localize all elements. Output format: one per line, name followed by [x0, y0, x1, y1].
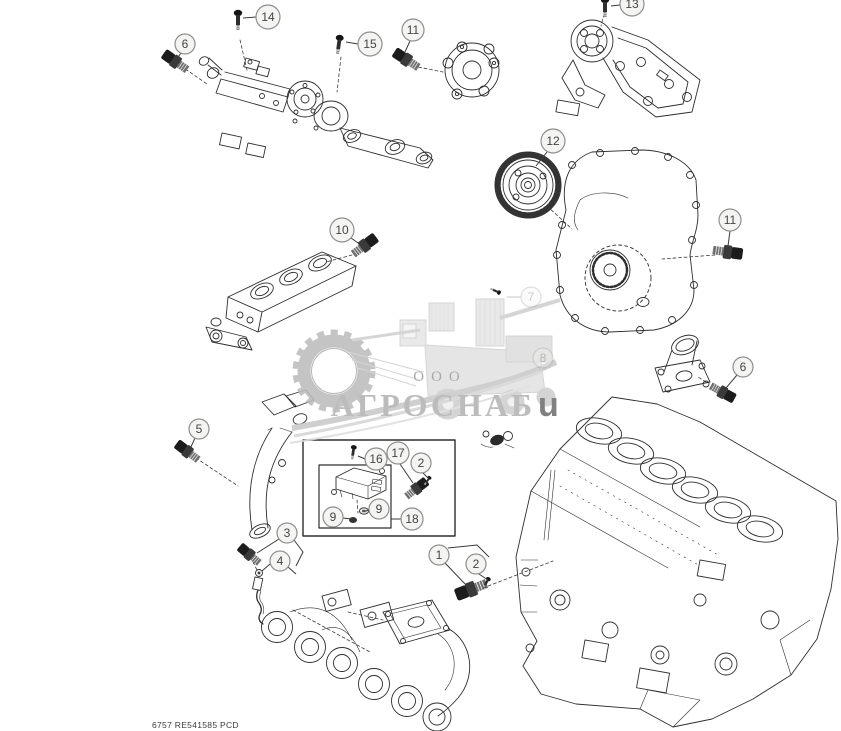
callout-5[interactable]: 5 — [188, 418, 210, 450]
watermark-swoosh — [289, 359, 558, 444]
watermark-gear-icon — [292, 329, 376, 413]
callout-number: 13 — [625, 0, 639, 11]
sensor-1 — [452, 575, 490, 603]
callout-number: 11 — [724, 213, 737, 227]
callout-8[interactable]: 8 — [532, 347, 554, 369]
callout-7[interactable]: 7 — [507, 286, 542, 308]
fan-drive-bracket-assembly — [555, 13, 701, 118]
callout-number: 16 — [369, 452, 383, 466]
timing-gear — [494, 151, 573, 230]
sensor-17 — [402, 475, 431, 502]
callout-6[interactable]: 6 — [174, 33, 196, 61]
callout-11[interactable]: 11 — [718, 208, 742, 247]
callout-number: 2 — [418, 456, 425, 470]
callout-number: 10 — [335, 223, 349, 237]
bolt-13 — [600, 0, 610, 18]
callout-10[interactable]: 10 — [329, 217, 362, 246]
engine-control-module — [331, 467, 387, 500]
callout-14[interactable]: 14 — [242, 4, 281, 30]
ecm-bolt-16 — [348, 444, 358, 460]
bolt-14 — [233, 9, 243, 31]
callout-13[interactable]: 13 — [610, 0, 645, 17]
callout-number: 3 — [284, 526, 291, 540]
callout-18[interactable]: 18 — [391, 507, 424, 531]
callout-number: 15 — [363, 37, 377, 51]
callout-number: 8 — [540, 351, 547, 365]
callout-6[interactable]: 6 — [725, 356, 754, 389]
callout-number: 18 — [405, 512, 419, 526]
callout-number: 4 — [277, 554, 284, 568]
callout-15[interactable]: 15 — [345, 31, 383, 57]
callout-9[interactable]: 9 — [322, 506, 353, 528]
callout-12[interactable]: 12 — [535, 128, 566, 167]
callout-number: 5 — [196, 422, 203, 436]
plate-code: 6757 RE541585 PCD — [152, 720, 239, 730]
callout-number: 9 — [376, 502, 383, 516]
callout-2[interactable]: 2 — [410, 452, 432, 480]
exhaust-manifold — [261, 588, 471, 731]
callout-1[interactable]: 1 — [428, 544, 490, 587]
sensor-5 — [172, 438, 203, 466]
thermostat-housing — [654, 334, 711, 393]
callout-3[interactable]: 3 — [256, 522, 304, 567]
sensor-10 — [348, 231, 381, 260]
callout-number: 17 — [391, 446, 405, 460]
callout-16[interactable]: 16 — [357, 447, 388, 471]
callout-number: 12 — [546, 134, 560, 148]
callout-4[interactable]: 4 — [261, 550, 297, 575]
watermark-company-name: АГРОСНАБ — [331, 387, 535, 423]
pump-flange — [412, 41, 500, 100]
timing-gear-cover — [553, 147, 700, 335]
callout-number: 14 — [261, 10, 275, 24]
cylinder-block — [515, 396, 839, 728]
callout-2[interactable]: 2 — [465, 553, 489, 581]
inset-detail-box — [302, 439, 456, 537]
callout-number: 7 — [528, 290, 535, 304]
callout-11[interactable]: 11 — [401, 18, 425, 53]
nut-9-left — [349, 517, 357, 523]
temperature-sensor-with-lead — [235, 541, 265, 625]
callout-9[interactable]: 9 — [365, 498, 390, 520]
callout-number: 9 — [330, 510, 337, 524]
sensor-6-right — [707, 379, 738, 405]
rocker-arm-housing — [205, 251, 357, 351]
callout-number: 6 — [740, 360, 747, 374]
callout-number: 2 — [473, 557, 480, 571]
fuel-supply-pump-assembly — [180, 39, 434, 169]
bolt-15 — [333, 33, 345, 55]
watermark-suffix: u — [538, 386, 559, 424]
water-outlet-elbow-assembly — [195, 389, 315, 539]
bolt-7 — [489, 286, 502, 296]
watermark: ООО АГРОСНАБ u — [289, 298, 561, 444]
watermark-prefix: ООО — [413, 369, 467, 385]
sensor-11-top — [390, 45, 423, 74]
callout-number: 6 — [182, 37, 189, 51]
harness-connector — [480, 430, 515, 449]
callout-number: 11 — [407, 23, 420, 37]
callout-number: 1 — [436, 548, 443, 562]
callout-17[interactable]: 17 — [386, 441, 414, 484]
